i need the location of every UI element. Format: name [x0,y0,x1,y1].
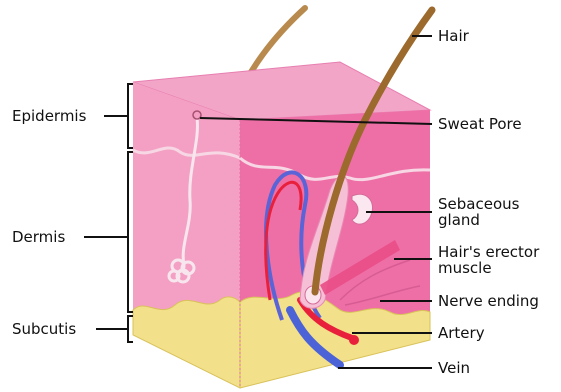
label-hair: Hair [438,29,469,44]
label-subcutis: Subcutis [12,322,76,337]
label-sweat-pore: Sweat Pore [438,117,522,132]
label-dermis: Dermis [12,230,65,245]
label-artery: Artery [438,326,485,341]
label-sebaceous-gland-line1: Sebaceous [438,197,519,212]
label-erector-muscle-line2: muscle [438,261,492,276]
epidermis-bracket [128,84,133,148]
label-nerve-ending: Nerve ending [438,294,539,309]
fat-layer-front [133,297,240,388]
label-sebaceous-gland-line2: gland [438,213,480,228]
label-vein: Vein [438,361,470,376]
label-erector-muscle-line1: Hair's erector [438,245,539,260]
dermis-bracket [128,152,133,312]
label-epidermis: Epidermis [12,109,86,124]
subcutis-bracket [128,316,133,342]
